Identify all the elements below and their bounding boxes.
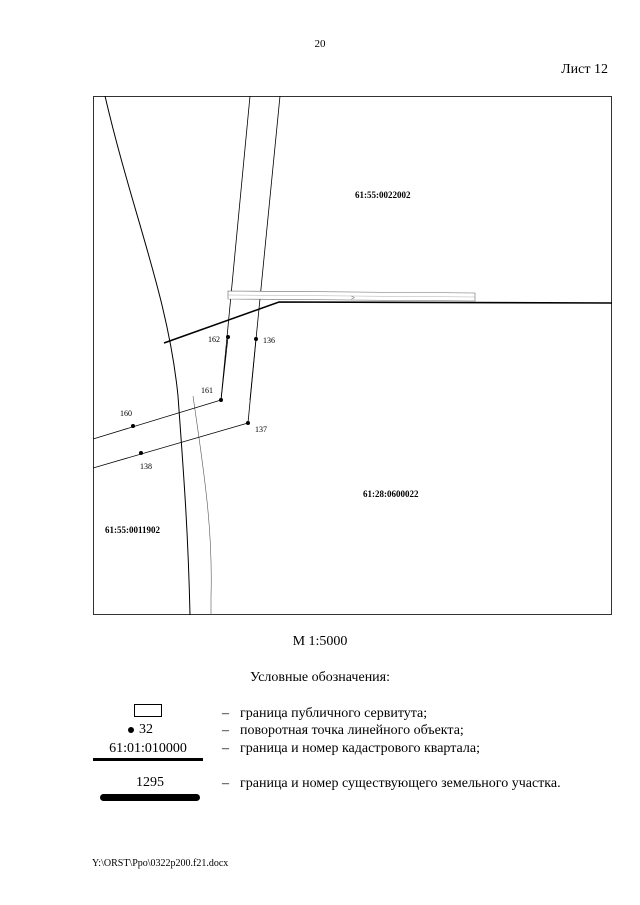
cadastral-map: 162 136 161 160 137 138 61:55:0022002 61…: [93, 96, 612, 615]
legend-title: Условные обозначения:: [249, 670, 391, 685]
sheet-label: Лист 12: [561, 62, 608, 77]
linear-object-lower: [93, 422, 249, 469]
point-label-137: 137: [255, 425, 267, 434]
legend-quarter-number: 61:01:010000: [109, 741, 187, 756]
legend-item-servitude: –граница публичного сервитута;: [222, 706, 428, 721]
point-label-136: 136: [263, 336, 275, 345]
turn-point-162: 162: [208, 335, 230, 344]
turn-point-161: 161: [201, 386, 223, 402]
parcel-label-0600022: 61:28:0600022: [363, 489, 419, 499]
point-label-160: 160: [120, 409, 132, 418]
point-label-138: 138: [140, 462, 152, 471]
legend-item-point: –поворотная точка линейного объекта;: [222, 723, 464, 738]
legend-item-parcel: –граница и номер существующего земельног…: [222, 776, 561, 791]
legend-symbol-point: 32: [128, 722, 153, 738]
point-dot-icon: [128, 726, 134, 733]
turn-point-137: 137: [246, 421, 267, 434]
road-boundary-right: [192, 395, 212, 615]
turn-point-160: 160: [120, 409, 135, 428]
linear-object-upper: [93, 399, 222, 440]
strip-line-left: [220, 96, 251, 401]
turn-point-138: 138: [139, 451, 152, 471]
footer-file-path: Y:\ORST\Ppo\0322p200.f21.docx: [92, 858, 229, 869]
legend-symbol-servitude: [134, 704, 162, 717]
map-scale: М 1:5000: [292, 634, 348, 649]
line-direction-marker: >: [351, 294, 355, 302]
point-label-162: 162: [208, 335, 220, 344]
quarter-boundary: [163, 301, 612, 344]
legend-item-quarter: –граница и номер кадастрового квартала;: [222, 741, 480, 756]
point-label-161: 161: [201, 386, 213, 395]
map-frame: [93, 96, 612, 615]
turn-point-136: 136: [254, 336, 275, 345]
legend-point-number: 32: [139, 722, 153, 737]
parcel-label-0022002: 61:55:0022002: [355, 190, 411, 200]
road-boundary-left: [104, 96, 191, 615]
legend-symbol-quarter: 61:01:010000: [93, 741, 203, 761]
page-number: 20: [314, 38, 326, 50]
legend-symbol-parcel: 1295: [100, 775, 200, 801]
parcel-label-0011902: 61:55:0011902: [105, 525, 160, 535]
legend-parcel-number: 1295: [136, 775, 164, 790]
